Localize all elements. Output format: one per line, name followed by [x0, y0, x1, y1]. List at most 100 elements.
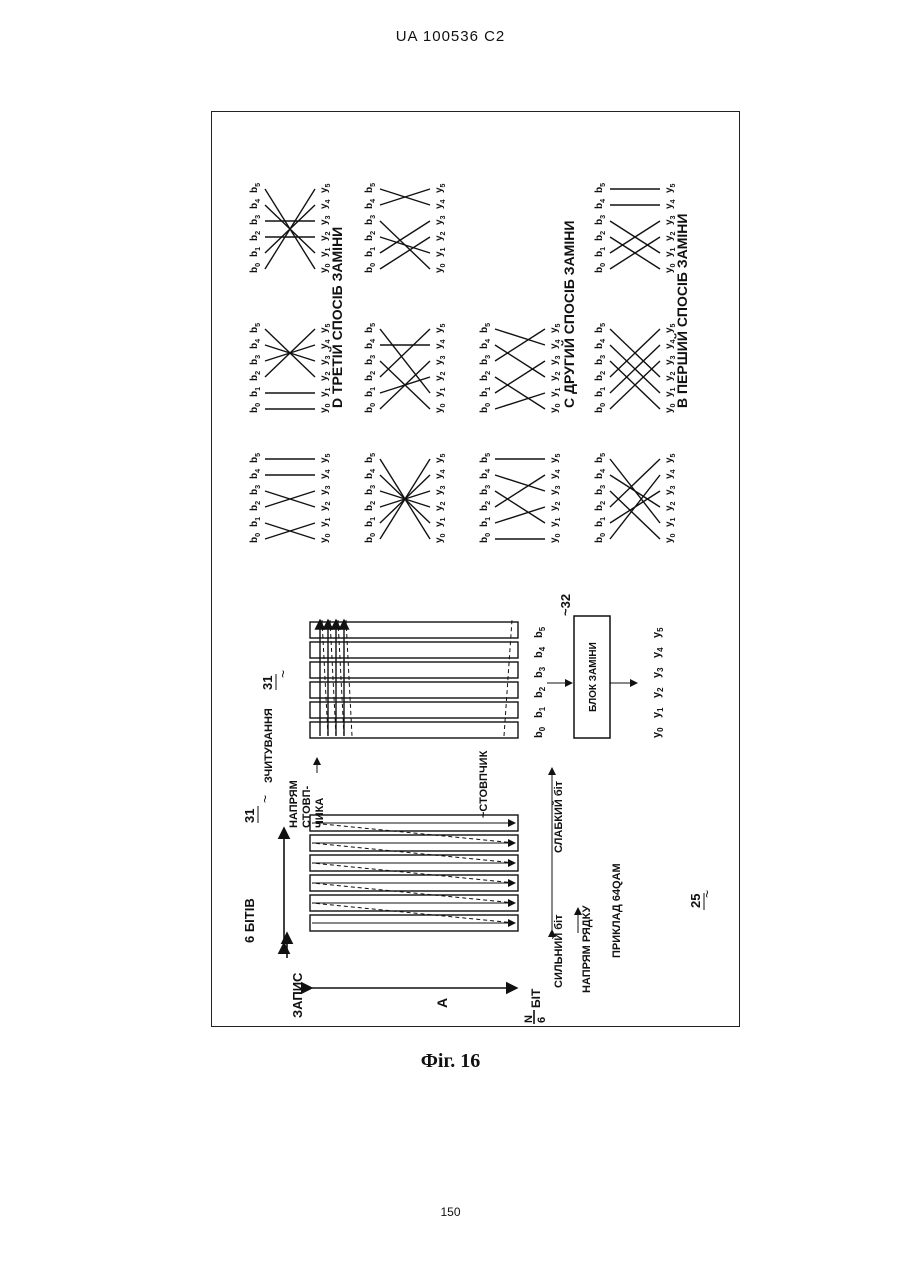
method-b-g2-b-1: b1: [594, 387, 607, 397]
figure-rotated-canvas: AЗАПИС6 БІТІВN6БІТ31~~СТОВПЧИКСИЛЬНИЙ бі…: [212, 112, 741, 1028]
method-d-g2-b-4: b4: [364, 339, 377, 349]
n6-unit: БІТ: [529, 988, 543, 1008]
column-direction-label-2: СТОВП-: [301, 785, 313, 828]
method-b-g1-y-1: y1: [664, 517, 677, 527]
method-d-g3-y-1: y1: [434, 247, 447, 257]
method-c-g1-link-1: [495, 507, 545, 523]
write-dashed-return-4: [312, 823, 515, 843]
method-c-g2-b-0: b0: [479, 403, 492, 413]
ref-31-right: 31: [260, 676, 275, 690]
method-b-g1-y-2: y2: [664, 501, 677, 511]
column-direction-label-1: НАПРЯМ: [288, 780, 300, 828]
method-d-g2-b-1: b1: [364, 387, 377, 397]
method-d-g2-b-2: b2: [364, 371, 377, 381]
method-c-g1-b-3: b3: [479, 485, 492, 495]
method-b-g2-b-3: b3: [594, 355, 607, 365]
method-c-g1-link-4: [495, 475, 545, 491]
method-c-g1-b-0: b0: [479, 533, 492, 543]
method-d-g3-y-3: y3: [434, 215, 447, 225]
method-c-g2-link-1: [495, 361, 545, 393]
method-d-g3-link-1: [380, 221, 430, 253]
method-d-g3-b-3: b3: [364, 215, 377, 225]
method-b-g3-b-3: b3: [594, 215, 607, 225]
method-d-g1-b-2: b2: [364, 501, 377, 511]
method-c-g1-y-0: y0: [549, 533, 562, 543]
method-d2-g2-b-5: b5: [249, 323, 262, 333]
method-d-g2-link-2: [380, 329, 430, 377]
method-d-g3-link-3: [380, 221, 430, 269]
column-label: ~СТОВПЧИК: [478, 750, 490, 818]
method-d-g1-y-3: y3: [434, 485, 447, 495]
method-b-g1-link-3: [610, 491, 660, 539]
method-d-g1-b-5: b5: [364, 453, 377, 463]
method-d2-g3-y-3: y3: [319, 215, 332, 225]
read-column-3: [310, 662, 518, 678]
method-d-g1-b-3: b3: [364, 485, 377, 495]
read-y-label-2: y2: [651, 687, 665, 698]
read-column-0: [310, 722, 518, 738]
method-d-g1-b-4: b4: [364, 469, 377, 479]
method-c-g1-y-2: y2: [549, 501, 562, 511]
method-b-g3-b-2: b2: [594, 231, 607, 241]
read-column-5: [310, 622, 518, 638]
method-d-g3-b-2: b2: [364, 231, 377, 241]
read-y-label-4: y4: [651, 647, 665, 658]
method-b-g2-b-2: b2: [594, 371, 607, 381]
method-d-g1-y-1: y1: [434, 517, 447, 527]
method-b-g3-b-1: b1: [594, 247, 607, 257]
replacement-block-label: БЛОК ЗАМІНИ: [588, 642, 599, 712]
method-d-g2-y-5: y5: [434, 323, 447, 333]
method-c-g1-link-2: [495, 475, 545, 507]
method-d-g3-b-1: b1: [364, 247, 377, 257]
figure-svg: AЗАПИС6 БІТІВN6БІТ31~~СТОВПЧИКСИЛЬНИЙ бі…: [212, 112, 741, 1028]
read-b-label-3: b3: [533, 666, 547, 678]
method-d2-g3-y-5: y5: [319, 183, 332, 193]
method-d-g2-y-4: y4: [434, 339, 447, 349]
method-b-g1-b-0: b0: [594, 533, 607, 543]
method-c-g2-link-2: [495, 377, 545, 409]
method-c-g1-link-3: [495, 491, 545, 523]
method-d-g2-b-5: b5: [364, 323, 377, 333]
method-b-g3-b-0: b0: [594, 263, 607, 273]
method-c-g2-b-3: b3: [479, 355, 492, 365]
row-direction-label: НАПРЯМ РЯДКУ: [581, 905, 593, 993]
method-d-g3-link-0: [380, 237, 430, 269]
method-d2-g2-b-1: b1: [249, 387, 262, 397]
read-b-label-0: b0: [533, 726, 547, 738]
method-b-g1-y-4: y4: [664, 469, 677, 479]
method-b-g1-b-2: b2: [594, 501, 607, 511]
method-d-g1-y-5: y5: [434, 453, 447, 463]
method-d2-g1-y-1: y1: [319, 517, 332, 527]
method-c-g1-b-2: b2: [479, 501, 492, 511]
read-b-label-2: b2: [533, 686, 547, 698]
write-dashed-return-2: [312, 863, 515, 883]
method-d-g3-b-0: b0: [364, 263, 377, 273]
method-d2-g1-b-2: b2: [249, 501, 262, 511]
method-b-g1-y-5: y5: [664, 453, 677, 463]
method-b-g1-b-5: b5: [594, 453, 607, 463]
method-d2-g2-b-3: b3: [249, 355, 262, 365]
method-d-g1-y-2: y2: [434, 501, 447, 511]
read-column-1: [310, 702, 518, 718]
method-c-g1-y-5: y5: [549, 453, 562, 463]
method-d-g3-y-4: y4: [434, 199, 447, 209]
method-d2-g3-b-0: b0: [249, 263, 262, 273]
page-number: 150: [0, 1205, 901, 1219]
ref-31-right-tilde: ~: [275, 670, 291, 678]
method-b-g2-b-0: b0: [594, 403, 607, 413]
method-d-g3-y-0: y0: [434, 263, 447, 273]
method-d2-g1-b-1: b1: [249, 517, 262, 527]
write-dashed-return-3: [312, 843, 515, 863]
method-d2-g1-b-3: b3: [249, 485, 262, 495]
method-d-g2-b-3: b3: [364, 355, 377, 365]
method-d2-g3-y-4: y4: [319, 199, 332, 209]
method-c-g2-link-5: [495, 329, 545, 345]
method-d-g1-y-4: y4: [434, 469, 447, 479]
figure-frame: AЗАПИС6 БІТІВN6БІТ31~~СТОВПЧИКСИЛЬНИЙ бі…: [211, 111, 740, 1027]
read-b-label-4: b4: [533, 646, 547, 658]
method-b-g1-link-5: [610, 459, 660, 523]
method-c-g2-b-5: b5: [479, 323, 492, 333]
read-y-label-0: y0: [651, 727, 665, 738]
panel-a-label: A: [434, 998, 450, 1008]
method-d-label: D ТРЕТІЙ СПОСІБ ЗАМІНИ: [328, 227, 345, 408]
